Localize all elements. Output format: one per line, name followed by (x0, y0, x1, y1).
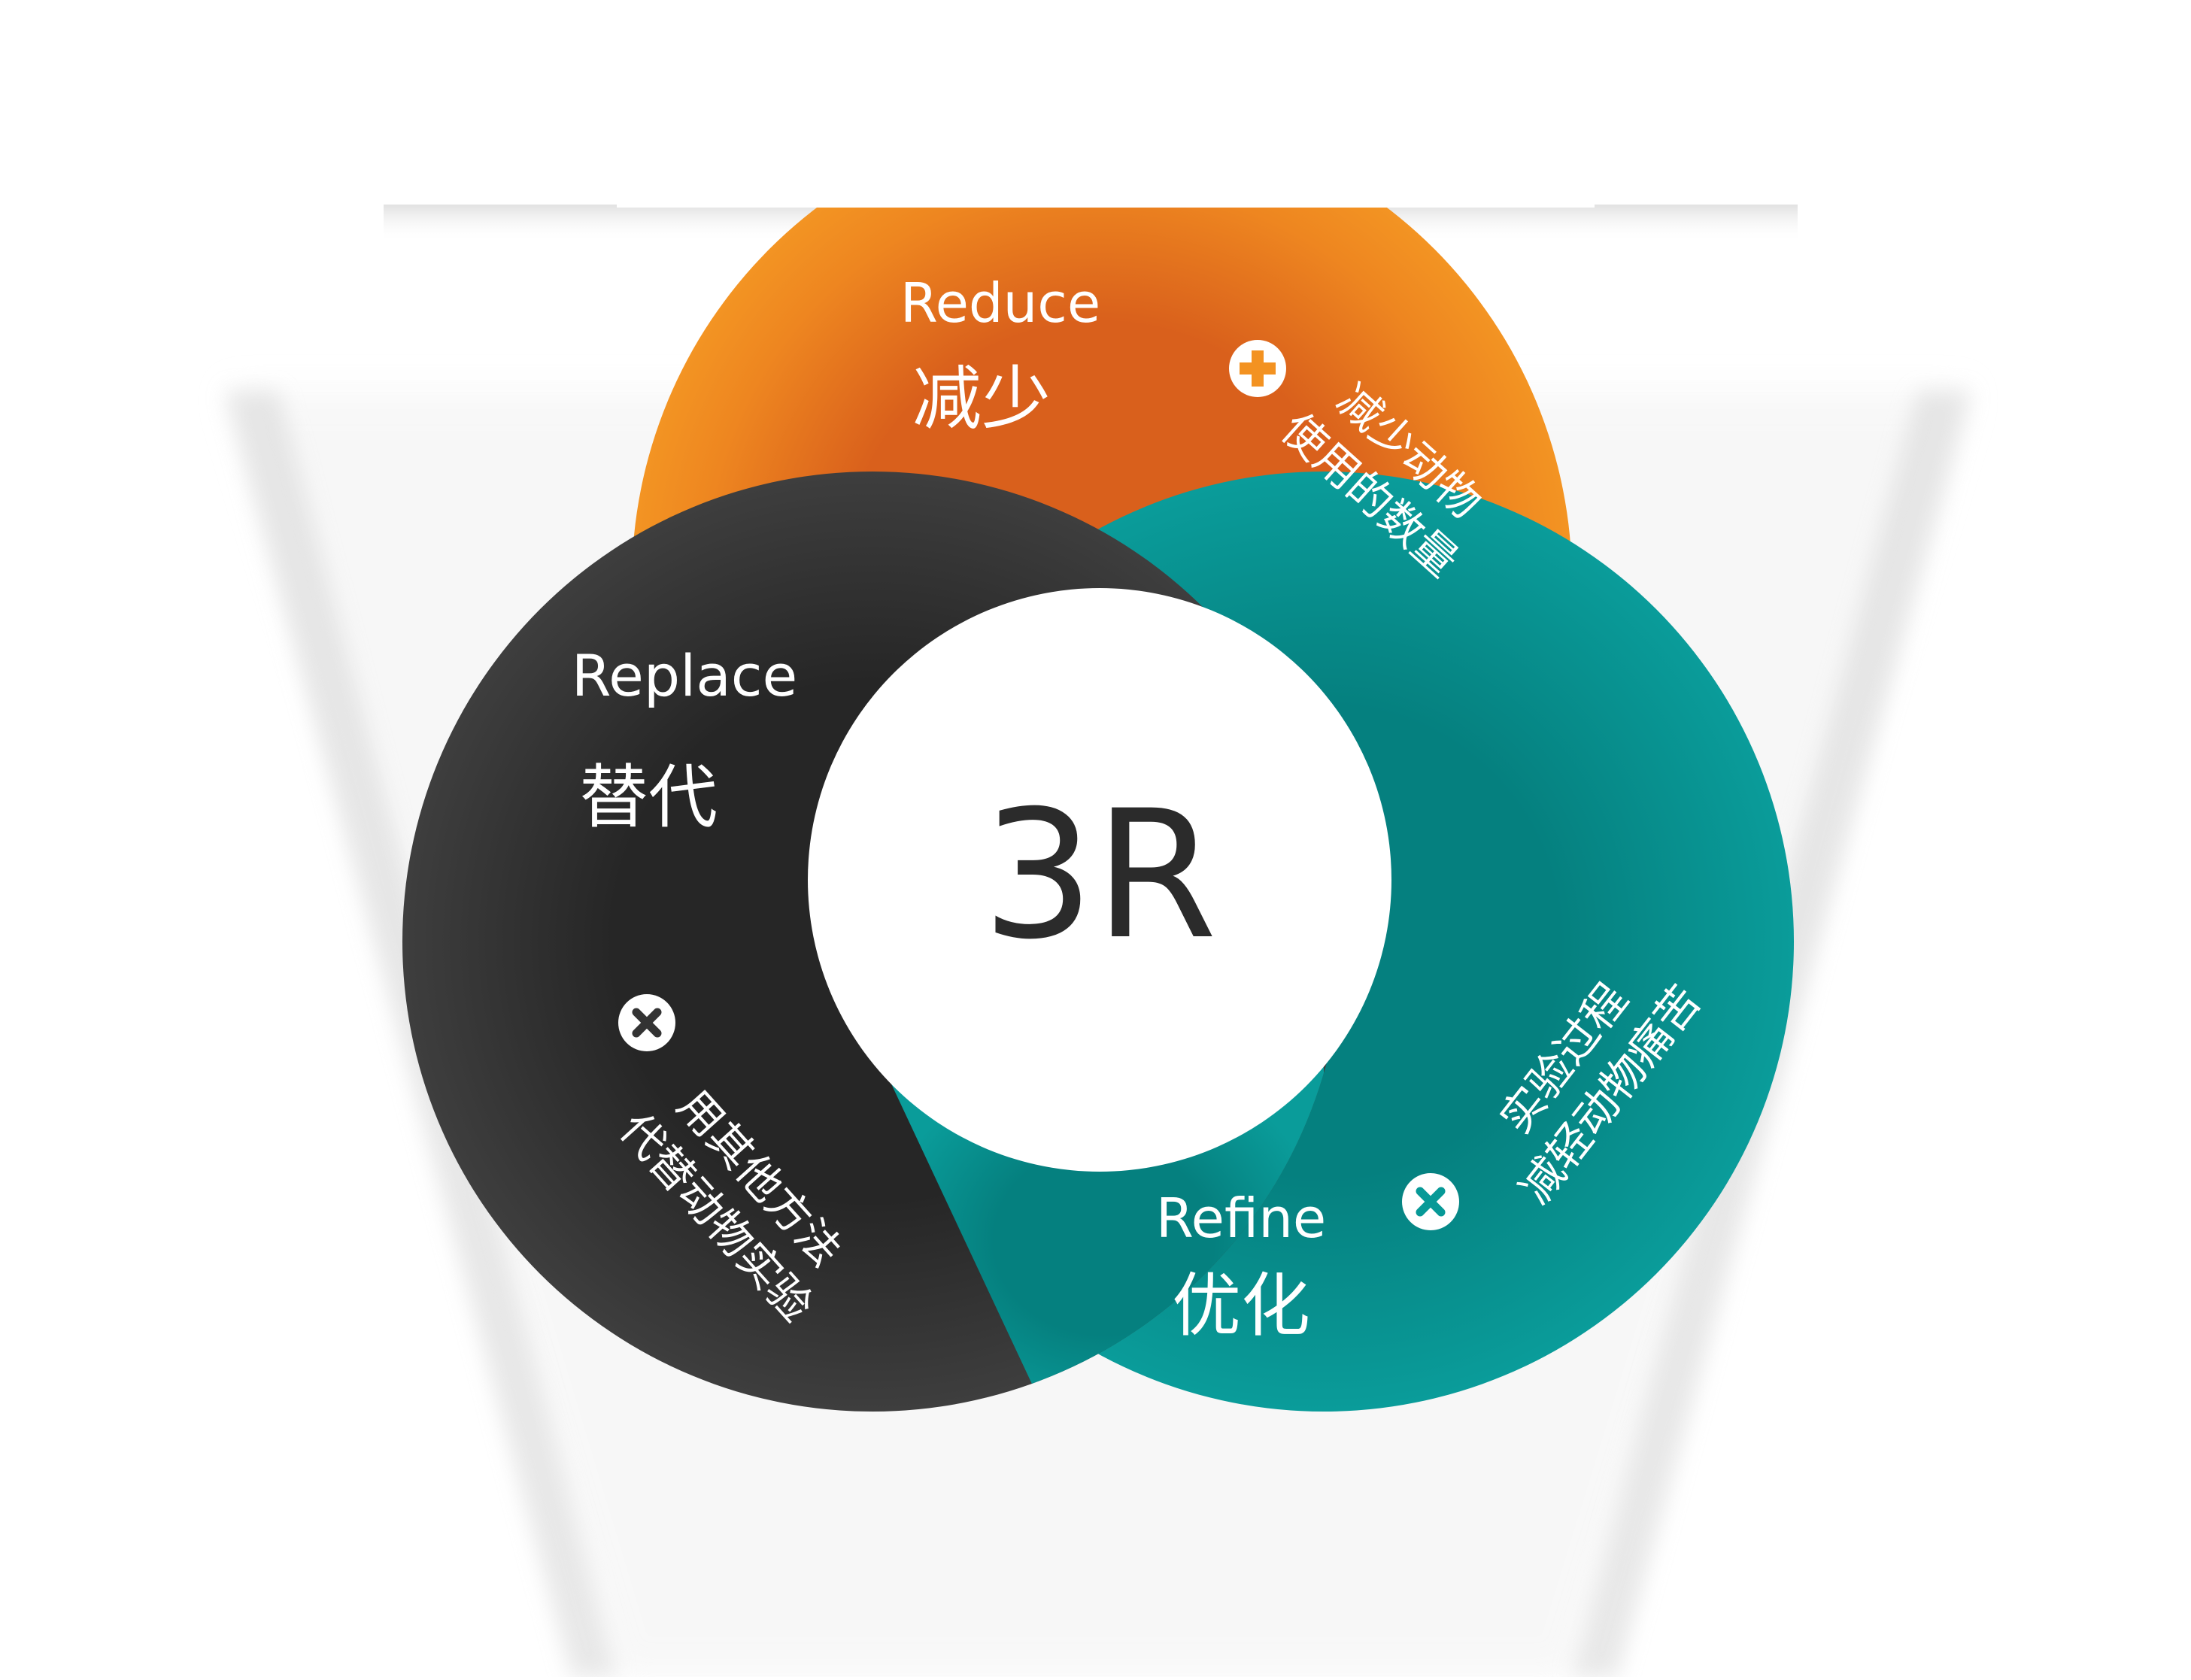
plus-circle-icon (1229, 340, 1286, 397)
replace-title-en: Replace (572, 642, 798, 709)
top-mask (617, 0, 1595, 208)
refine-title-en: Refine (1156, 1187, 1326, 1250)
reduce-title-en: Reduce (900, 271, 1100, 335)
center-circle (808, 588, 1391, 1172)
center-label: 3R (982, 773, 1218, 978)
reduce-title-zh: 减少 (912, 359, 1051, 439)
replace-title-zh: 替代 (579, 757, 718, 838)
refine-x-circle-icon (1402, 1173, 1459, 1230)
refine-title-zh: 优化 (1172, 1266, 1310, 1346)
replace-x-circle-icon (618, 994, 675, 1051)
